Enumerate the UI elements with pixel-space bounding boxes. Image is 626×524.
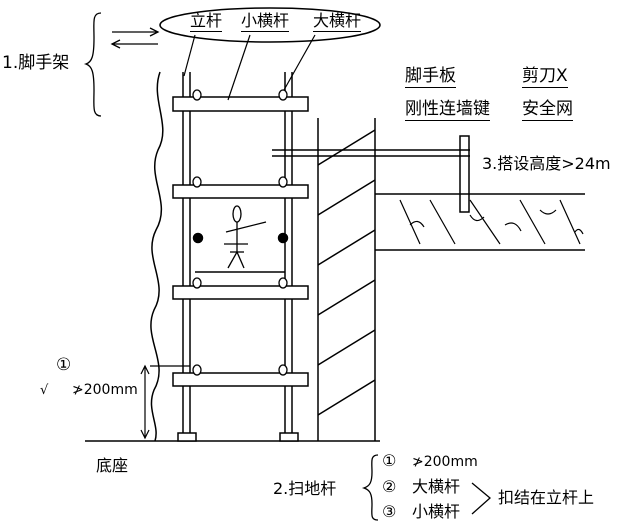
base-block-right xyxy=(279,432,299,442)
safety-net-label: 安全网 xyxy=(522,99,573,121)
circled-number-1: ① xyxy=(56,355,72,375)
scaffold-board-label: 脚手板 xyxy=(405,66,456,88)
safety-net-line xyxy=(150,71,164,442)
gap-200-label: ≯200mm xyxy=(72,382,138,398)
leader-lines xyxy=(183,34,316,101)
sweep-pole-brace xyxy=(361,454,379,521)
check-mark: √ xyxy=(40,383,49,398)
base-block-left xyxy=(177,432,197,442)
building-wall xyxy=(317,118,376,441)
sweep-pole-label: 2.扫地杆 xyxy=(273,479,337,498)
large-crossbar-label: 大横杆 xyxy=(313,11,362,32)
worker-figure xyxy=(224,205,267,269)
list-item-3-text: 小横杆 xyxy=(412,502,461,521)
ledgers xyxy=(172,96,309,387)
fasten-bracket xyxy=(471,482,491,515)
upright-pole-label: 立杆 xyxy=(190,11,223,32)
list-item-1-number: ① xyxy=(382,451,397,470)
joint-dot-right xyxy=(277,232,289,244)
connector-circles xyxy=(192,89,288,376)
scissor-brace-label: 剪刀X xyxy=(522,66,568,88)
joint-dot-left xyxy=(192,232,204,244)
height-note: 3.搭设高度>24m xyxy=(482,154,611,173)
fasten-note: 扣结在立杆上 xyxy=(498,488,595,507)
wall-tie xyxy=(272,135,470,213)
rigid-wall-tie-label: 刚性连墙键 xyxy=(405,99,490,121)
scaffold-brace xyxy=(83,12,102,117)
label-oval xyxy=(159,7,381,43)
list-item-1-text: ≯200mm xyxy=(412,454,478,470)
list-item-2-number: ② xyxy=(382,477,397,496)
base-label: 底座 xyxy=(96,456,129,475)
small-crossbar-label: 小横杆 xyxy=(241,11,290,32)
gap-dimension xyxy=(140,364,190,440)
list-item-3-number: ③ xyxy=(382,502,397,521)
direction-arrows xyxy=(110,27,160,49)
list-item-2-text: 大横杆 xyxy=(412,477,461,496)
floor-slab xyxy=(375,193,585,251)
scaffold-label: 1.脚手架 xyxy=(2,53,70,73)
